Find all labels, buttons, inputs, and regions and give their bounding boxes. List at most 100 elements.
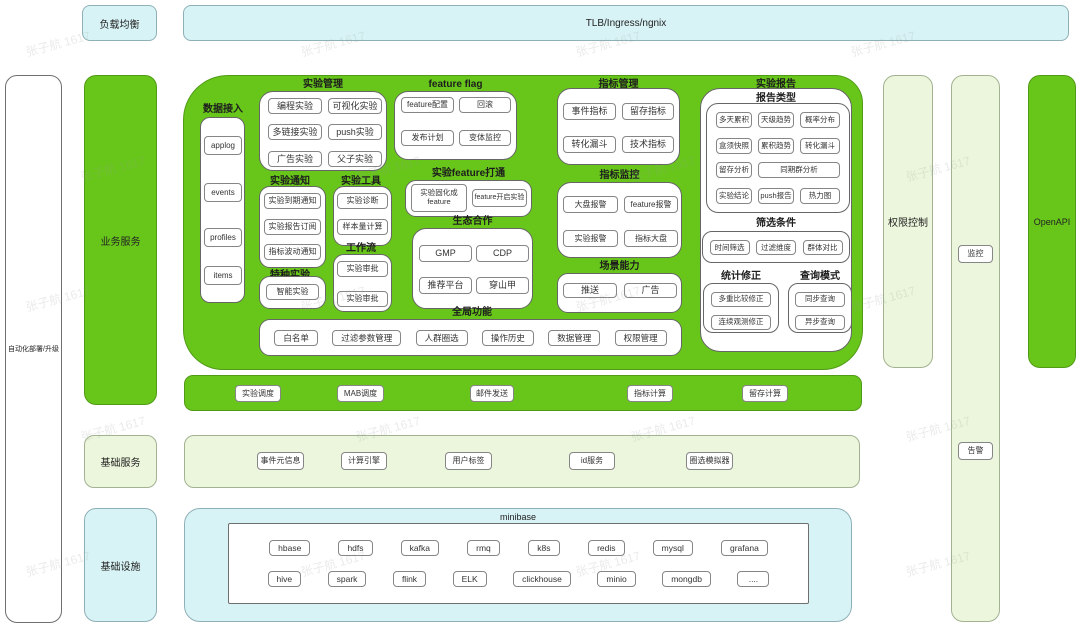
section-label-metric-monitor: 指标监控	[599, 170, 640, 181]
section-label-feature-flag: feature flag	[428, 79, 483, 90]
node: 多天累积	[716, 112, 752, 128]
biz-service-column: 业务服务	[84, 75, 157, 405]
node: spark	[327, 571, 367, 588]
node: 过滤参数管理	[332, 329, 402, 346]
node: hdfs	[338, 539, 373, 556]
section-label-metric-mgmt: 指标管理	[598, 79, 639, 90]
section-label-feature-bridge: 实验feature打通	[431, 168, 506, 179]
section-label-data-access: 数据接入	[203, 104, 243, 115]
alert-node: 告警	[958, 442, 993, 460]
minibase-row-1: hbase hdfs kafka rmq k8s redis mysql gra…	[229, 539, 808, 556]
node: id服务	[569, 452, 615, 470]
node: 实验调度	[235, 385, 281, 402]
node: 多重比较修正	[711, 292, 771, 307]
section-label-exp-report: 实验报告	[756, 79, 796, 90]
node: 盒须快照	[716, 138, 752, 154]
node: 回滚	[459, 97, 511, 113]
node: 可视化实验	[328, 98, 382, 114]
node: 推送	[563, 283, 617, 298]
node: 实验诊断	[337, 193, 388, 209]
permission-column: 权限控制	[883, 75, 933, 368]
node: profiles	[204, 228, 242, 247]
node: 时间筛选	[709, 239, 750, 255]
node: events	[204, 183, 242, 202]
node: 留存分析	[716, 162, 752, 178]
node: 实验结论	[716, 188, 752, 204]
node: 转化漏斗	[563, 136, 616, 153]
node: CDP	[476, 245, 529, 262]
node: kafka	[400, 539, 439, 556]
node: feature开启实验	[472, 189, 527, 207]
node: 大盘报警	[563, 196, 618, 213]
node: 累积趋势	[758, 138, 794, 154]
section-label-ecosystem: 生态合作	[452, 216, 493, 227]
minibase-box: hbase hdfs kafka rmq k8s redis mysql gra…	[228, 523, 809, 604]
node: items	[204, 266, 242, 285]
node: 实验审批	[337, 291, 388, 307]
node: 同期群分析	[758, 162, 840, 178]
node: 推荐平台	[419, 277, 472, 294]
node: 事件元信息	[257, 452, 304, 470]
section-label-scene: 场景能力	[599, 261, 640, 272]
minibase-label: minibase	[499, 512, 537, 522]
node: GMP	[419, 245, 472, 262]
node: mysql	[652, 539, 693, 556]
section-label-exp-tools: 实验工具	[341, 176, 381, 187]
section-label-stat-fix: 统计修正	[721, 271, 761, 282]
monitor-alert-column	[951, 75, 1000, 622]
base-service-column: 基础服务	[84, 435, 157, 488]
node: 智能实验	[266, 284, 319, 300]
node: redis	[588, 539, 625, 556]
node: minio	[597, 571, 636, 588]
node: 邮件发送	[470, 385, 514, 402]
node: 实验固化成feature	[411, 184, 467, 212]
section-label-report-type: 报告类型	[756, 93, 796, 104]
node: 事件指标	[563, 103, 616, 120]
node: 天级趋势	[758, 112, 794, 128]
node: 群体对比	[802, 239, 843, 255]
node: 实验到期通知	[264, 193, 321, 209]
section-global-func: 白名单 过滤参数管理 人群圈选 操作历史 数据管理 权限管理	[259, 319, 682, 356]
node: 多链接实验	[268, 124, 322, 140]
node: 广告	[624, 283, 677, 298]
node: 发布计划	[401, 130, 454, 146]
node: 连续观测修正	[711, 315, 771, 330]
gateway-box: TLB/Ingress/ngnix	[183, 5, 1069, 41]
section-label-special-exp: 特种实验	[256, 271, 324, 281]
node: hbase	[269, 539, 311, 556]
node: push报告	[758, 188, 794, 204]
node: 异步查询	[795, 315, 845, 330]
node: MAB调度	[337, 385, 384, 402]
node: 变体监控	[459, 130, 511, 146]
node: 父子实验	[328, 151, 382, 167]
section-label-exp-notice: 实验通知	[270, 176, 310, 187]
node: 计算引擎	[341, 452, 387, 470]
node: feature配置	[401, 97, 454, 113]
node: 人群圈选	[415, 329, 468, 346]
node: grafana	[720, 539, 768, 556]
node: 实验审批	[337, 261, 388, 277]
node: 实验报告订阅	[264, 219, 321, 235]
node: ELK	[452, 571, 487, 588]
node: clickhouse	[513, 571, 571, 588]
node: 权限管理	[614, 329, 667, 346]
node: 同步查询	[795, 292, 845, 307]
section-label-filter: 筛选条件	[756, 218, 796, 229]
infrastructure-column: 基础设施	[84, 508, 157, 622]
node: applog	[204, 136, 242, 155]
node: 白名单	[274, 329, 318, 346]
node: 热力图	[800, 188, 840, 204]
node: 用户标签	[445, 452, 492, 470]
monitor-node: 监控	[958, 245, 993, 263]
node: 指标波动通知	[264, 244, 321, 260]
node: flink	[392, 571, 427, 588]
node: mongdb	[662, 571, 711, 588]
node: 概率分布	[800, 112, 840, 128]
section-label-query-mode: 查询模式	[800, 271, 840, 282]
node: 操作历史	[481, 329, 534, 346]
section-label-exp-mgmt: 实验管理	[303, 79, 343, 90]
section-metric-mgmt	[557, 88, 680, 165]
openapi-column: OpenAPI	[1028, 75, 1076, 368]
section-ecosystem	[412, 228, 533, 309]
